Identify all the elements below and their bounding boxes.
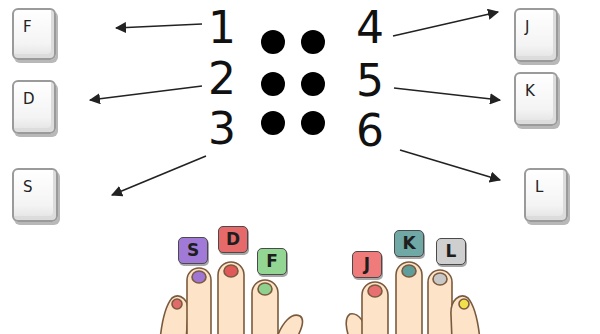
keyboard-key: J: [514, 8, 558, 62]
thumb: [276, 315, 303, 334]
key-letter: L: [535, 180, 543, 195]
key-letter: D: [23, 92, 35, 107]
leader-arrow: [400, 150, 500, 180]
keyboard-key: D: [12, 80, 56, 134]
fingernail: [258, 283, 272, 295]
braille-dot: [301, 111, 325, 135]
leader-arrow: [394, 88, 500, 100]
finger-key: K: [394, 230, 424, 257]
key-letter: F: [266, 253, 278, 270]
finger: [451, 296, 480, 334]
finger: [428, 270, 452, 334]
dot-number: 6: [356, 109, 384, 153]
dot-number: 1: [208, 6, 236, 50]
dot-number: 3: [208, 107, 236, 151]
leader-arrow: [116, 24, 202, 28]
key-letter: J: [364, 256, 370, 273]
fingernail: [402, 265, 416, 277]
finger-key: L: [436, 238, 466, 265]
key-letter: D: [226, 231, 240, 248]
fingernail: [433, 273, 447, 285]
keyboard-key: F: [12, 8, 56, 60]
braille-dot: [261, 72, 285, 96]
finger: [252, 280, 278, 334]
leader-arrow: [90, 86, 202, 100]
key-letter: F: [23, 20, 32, 35]
key-letter: J: [525, 20, 529, 35]
finger: [160, 296, 188, 334]
keyboard-key: S: [12, 168, 58, 222]
fingernail: [224, 265, 238, 277]
braille-dot: [301, 30, 325, 54]
braille-dot: [261, 111, 285, 135]
dot-number: 2: [208, 57, 236, 101]
finger-key: F: [257, 248, 287, 275]
keyboard-key: K: [514, 72, 558, 126]
key-letter: L: [446, 243, 457, 260]
key-letter: S: [187, 242, 199, 259]
fingernail: [368, 285, 382, 297]
dot-number: 4: [356, 6, 384, 50]
finger-key: S: [178, 237, 208, 264]
braille-dots: [261, 30, 325, 135]
keyboard-key: L: [524, 168, 568, 222]
dot-number: 5: [356, 59, 384, 103]
leader-arrow: [393, 12, 498, 36]
braille-dot: [301, 72, 325, 96]
fingernail: [172, 299, 182, 309]
leader-arrow: [112, 156, 206, 195]
fingernail: [459, 299, 469, 309]
key-letter: K: [525, 84, 535, 99]
finger: [396, 262, 422, 334]
finger: [218, 262, 244, 334]
finger: [362, 282, 388, 334]
finger-key: J: [352, 251, 382, 278]
key-letter: K: [402, 235, 415, 252]
braille-dot: [261, 30, 285, 54]
leader-arrows: [90, 12, 500, 195]
key-letter: S: [23, 180, 33, 195]
finger-key: D: [218, 226, 248, 253]
finger: [187, 268, 211, 334]
fingernail: [192, 271, 206, 283]
